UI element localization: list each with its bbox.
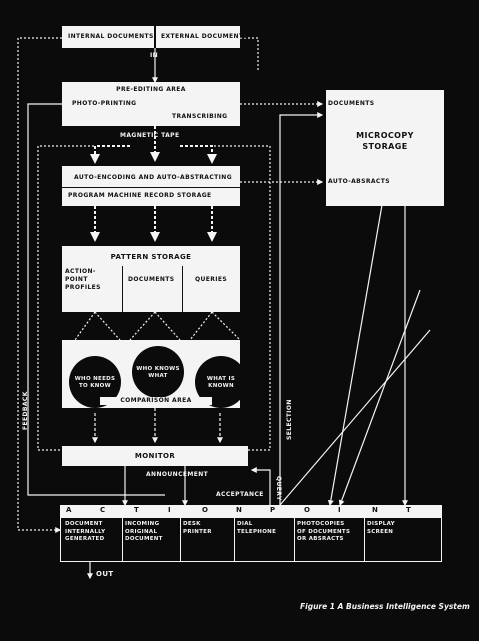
- out-label: OUT: [96, 570, 114, 578]
- action-point-header: [60, 505, 442, 517]
- feedback-label: FEEDBACK: [22, 391, 29, 430]
- action-point-body: [60, 517, 442, 562]
- selection-label: SELECTION: [286, 399, 293, 440]
- action-point-divider: [122, 517, 123, 562]
- action-point-letter: C: [100, 506, 106, 514]
- action-point-letter: O: [304, 506, 310, 514]
- action-point-letter: P: [270, 506, 276, 514]
- auto-encoding-label: AUTO-ENCODING AND AUTO-ABSTRACTING: [74, 174, 233, 181]
- encoding-divider: [62, 187, 240, 188]
- pattern-storage-box: PATTERN STORAGE ACTION- POINT PROFILES D…: [62, 246, 240, 312]
- pattern-divider-left: [122, 266, 123, 312]
- action-point-cell: INCOMING ORIGINAL DOCUMENT: [125, 521, 163, 542]
- external-documents-label: EXTERNAL DOCUMENTS: [161, 33, 249, 40]
- action-point-cell: DIAL TELEPHONE: [237, 521, 277, 535]
- action-point-divider: [234, 517, 235, 562]
- monitor-box: MONITOR: [62, 446, 248, 466]
- internal-documents-box: INTERNAL DOCUMENTS: [62, 26, 154, 48]
- action-point-letter: A: [66, 506, 72, 514]
- figure-caption: Figure 1 A Business Intelligence System: [300, 602, 470, 611]
- action-point-letter: O: [202, 506, 208, 514]
- action-point-letter: N: [372, 506, 378, 514]
- what-is-known: WHAT IS KNOWN: [206, 376, 236, 389]
- pattern-documents-label: DOCUMENTS: [128, 276, 175, 283]
- who-knows-what: WHO KNOWS WHAT: [136, 366, 180, 379]
- action-point-divider: [364, 517, 365, 562]
- microcopy-box: DOCUMENTS MICROCOPY STORAGE AUTO-ABSRACT…: [326, 90, 444, 206]
- action-point-letter: N: [236, 506, 242, 514]
- action-point-cell: DOCUMENT INTERNALLY GENERATED: [65, 521, 106, 542]
- pre-editing-title: PRE-EDITING AREA: [116, 86, 186, 93]
- in-label: IN: [150, 52, 159, 59]
- who-needs-to-know: WHO NEEDS TO KNOW: [74, 376, 116, 389]
- external-documents-box: EXTERNAL DOCUMENTS: [156, 26, 248, 48]
- pattern-queries-label: QUERIES: [195, 276, 228, 283]
- action-point-letter: T: [406, 506, 411, 514]
- acceptance-label: ACCEPTANCE: [216, 491, 264, 498]
- query-label: QUERY: [275, 476, 282, 501]
- action-point-cell: PHOTOCOPIES OF DOCUMENTS OR ABSRACTS: [297, 521, 351, 542]
- microcopy-title: MICROCOPY STORAGE: [356, 131, 414, 151]
- auto-abstracts-label: AUTO-ABSRACTS: [328, 178, 390, 185]
- action-point-letter: I: [338, 506, 341, 514]
- action-point-divider: [180, 517, 181, 562]
- encoding-box: AUTO-ENCODING AND AUTO-ABSTRACTING PROGR…: [62, 166, 240, 206]
- action-point-letter: T: [134, 506, 139, 514]
- photo-printing-label: PHOTO-PRINTING: [72, 100, 137, 107]
- action-point-divider: [294, 517, 295, 562]
- program-storage-label: PROGRAM MACHINE RECORD STORAGE: [68, 192, 212, 199]
- pre-editing-box: PRE-EDITING AREA PHOTO-PRINTING TRANSCRI…: [62, 82, 240, 126]
- action-point-cell: DESK PRINTER: [183, 521, 212, 535]
- action-point-letter: I: [168, 506, 171, 514]
- monitor-label: MONITOR: [134, 452, 176, 460]
- internal-documents-label: INTERNAL DOCUMENTS: [68, 33, 154, 40]
- magnetic-tape-label: MAGNETIC TAPE: [120, 132, 180, 139]
- action-point-cell: DISPLAY SCREEN: [367, 521, 395, 535]
- transcribing-label: TRANSCRIBING: [172, 113, 228, 120]
- pattern-divider-right: [182, 266, 183, 312]
- announcement-label: ANNOUNCEMENT: [146, 471, 209, 478]
- pattern-storage-title: PATTERN STORAGE: [110, 253, 192, 261]
- comparison-area-title: COMPARISON AREA: [100, 397, 212, 405]
- action-point-profiles-label: ACTION- POINT PROFILES: [65, 268, 101, 291]
- documents-in-label: DOCUMENTS: [328, 100, 375, 107]
